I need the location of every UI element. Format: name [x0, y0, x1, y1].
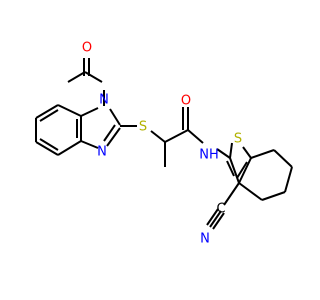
bond [238, 157, 252, 184]
bond [187, 129, 204, 144]
bond [226, 160, 235, 177]
bond [229, 142, 233, 159]
bond [103, 124, 116, 142]
bond [206, 208, 219, 226]
bond [57, 140, 82, 156]
bond [67, 71, 86, 83]
bond [212, 212, 225, 230]
bond [238, 182, 263, 201]
bond [35, 141, 59, 156]
bond [236, 161, 248, 179]
bond [273, 149, 293, 168]
bond [150, 130, 166, 143]
bond [209, 210, 222, 228]
nitrogen-atom-label: N [99, 93, 109, 108]
bond [39, 109, 59, 122]
bond [216, 148, 231, 159]
bond [80, 140, 99, 149]
bond [57, 104, 82, 117]
nitrogen-atom-label: N [97, 145, 107, 160]
bond [242, 146, 252, 159]
oxygen-atom-label: O [181, 94, 191, 109]
sulfur-atom-label: S [234, 132, 242, 147]
bond [109, 108, 121, 126]
bond [284, 166, 293, 193]
molecule-structure: N O N S O NH S C N [35, 41, 293, 247]
bond [80, 107, 99, 117]
bond-lines [35, 58, 293, 230]
bond [229, 157, 240, 184]
bond [106, 127, 121, 147]
sulfur-atom-label: S [139, 120, 147, 135]
bond [261, 191, 286, 201]
amide-nh-label: NH [199, 148, 219, 163]
bond [35, 104, 59, 119]
bond [250, 149, 275, 159]
nitrogen-atom-label: N [200, 232, 210, 247]
atom-labels: N O N S O NH S C N [82, 41, 242, 247]
bond [223, 182, 240, 206]
bond [164, 129, 189, 143]
oxygen-atom-label: O [82, 41, 92, 56]
carbon-atom-label: C [216, 202, 225, 217]
bond [84, 71, 103, 83]
bond [39, 138, 59, 151]
